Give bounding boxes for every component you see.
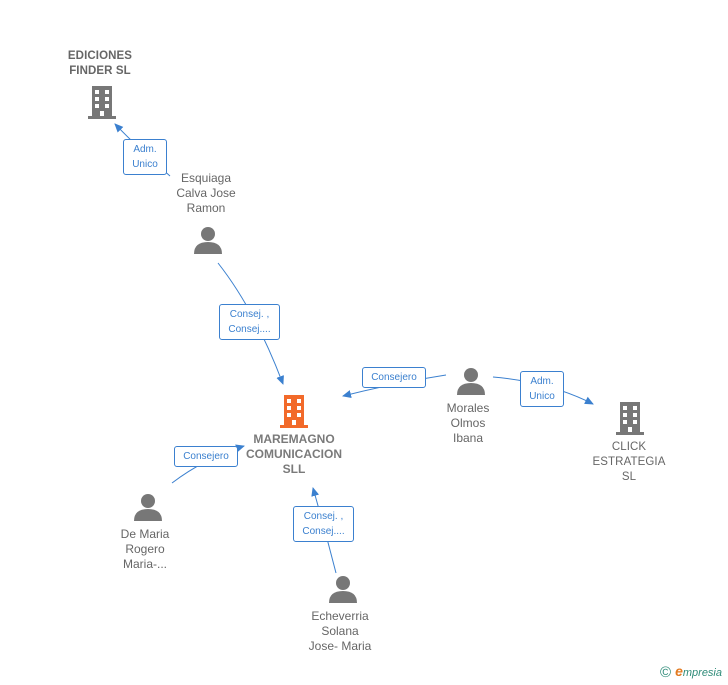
edge-badge-esquiaga-maremagno[interactable]: Consej. , Consej....: [219, 304, 280, 340]
node-echeverria-label[interactable]: Echeverria Solana Jose- Maria: [308, 609, 372, 653]
building-icon[interactable]: [86, 84, 118, 120]
edge-badge-esquiaga-ediciones[interactable]: Adm. Unico: [123, 139, 167, 175]
building-icon[interactable]: [278, 393, 310, 429]
edge-badge-echeverria-maremagno[interactable]: Consej. , Consej....: [293, 506, 354, 542]
node-morales-label[interactable]: Morales Olmos Ibana: [446, 401, 490, 445]
edge-badge-morales-click[interactable]: Adm. Unico: [520, 371, 564, 407]
person-icon[interactable]: [456, 367, 486, 395]
node-demaria-label[interactable]: De Maria Rogero Maria-...: [120, 527, 170, 571]
person-icon[interactable]: [133, 493, 163, 521]
node-maremagno-label[interactable]: MAREMAGNO COMUNICACION SLL: [246, 432, 342, 476]
copyright-symbol: ©: [660, 663, 672, 681]
node-click-label[interactable]: CLICK ESTRATEGIA SL: [592, 441, 666, 483]
empresia-logo: empresia: [675, 663, 722, 679]
person-icon[interactable]: [328, 575, 358, 603]
person-icon[interactable]: [193, 226, 223, 254]
node-ediciones-label[interactable]: EDICIONES FINDER SL: [67, 50, 133, 77]
node-esquiaga-label[interactable]: Esquiaga Calva Jose Ramon: [176, 171, 236, 215]
edge-badge-morales-maremagno[interactable]: Consejero: [362, 367, 426, 388]
building-icon[interactable]: [614, 400, 646, 436]
footer-brand[interactable]: © empresia: [660, 663, 722, 681]
edge-badge-demaria-maremagno[interactable]: Consejero: [174, 446, 238, 467]
